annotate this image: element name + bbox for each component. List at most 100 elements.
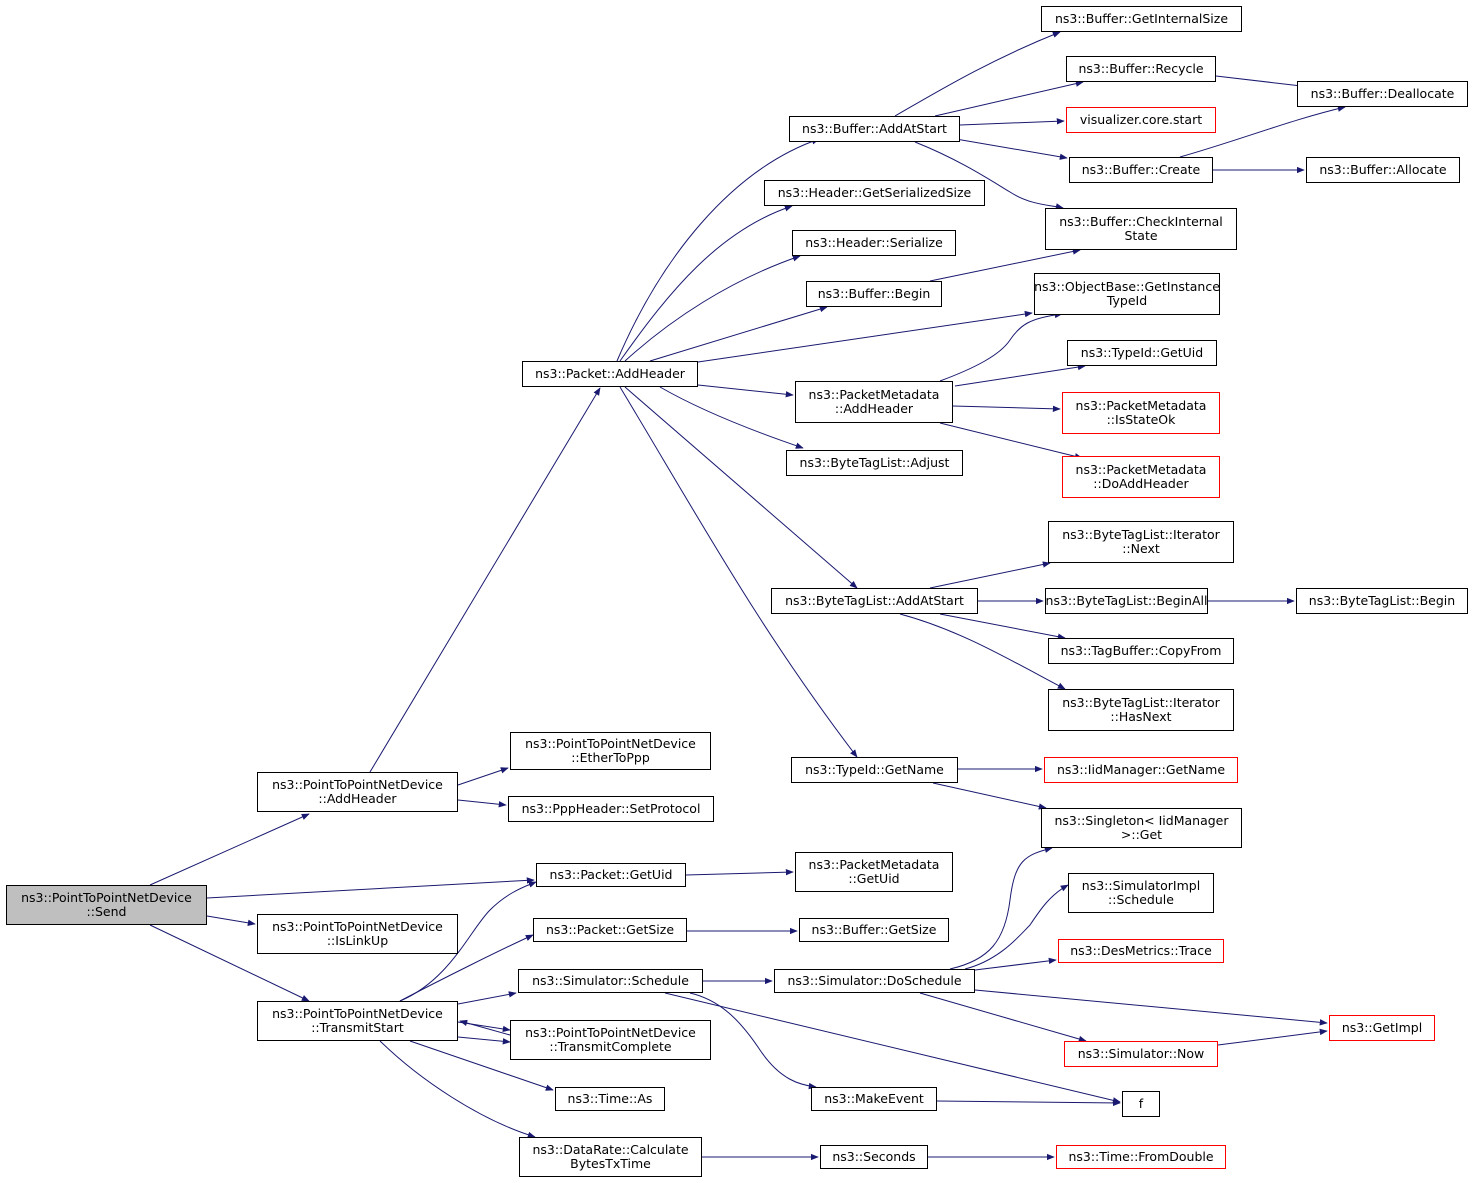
node-label-line: ns3::TypeId::GetUid: [1080, 345, 1204, 360]
node-label-line: ns3::Seconds: [832, 1149, 916, 1164]
node-typeid-getuid[interactable]: ns3::TypeId::GetUid: [1067, 340, 1217, 366]
node-label-line: ns3::PointToPointNetDevice: [525, 736, 696, 751]
node-label-line: ns3::ByteTagList::Adjust: [799, 455, 950, 470]
call-edge: [954, 363, 1086, 387]
node-typeid-getname[interactable]: ns3::TypeId::GetName: [791, 757, 958, 783]
node-label-line: ns3::Simulator::Now: [1077, 1046, 1205, 1061]
node-label-line: ::EtherToPpp: [571, 750, 650, 765]
node-label-line: TypeId: [1106, 293, 1148, 308]
node-label-line: ns3::Header::Serialize: [805, 235, 943, 250]
call-edge: [616, 138, 820, 362]
call-edge: [1217, 1028, 1328, 1046]
call-edge: [206, 877, 535, 899]
node-label-line: BytesTxTime: [570, 1156, 651, 1171]
node-packet-getuid[interactable]: ns3::Packet::GetUid: [536, 863, 686, 887]
node-btl-beginall[interactable]: ns3::ByteTagList::BeginAll: [1045, 588, 1208, 614]
node-label-line: ns3::PacketMetadata: [1075, 398, 1207, 413]
node-f[interactable]: f: [1122, 1091, 1160, 1117]
node-packet-getsize[interactable]: ns3::Packet::GetSize: [533, 918, 687, 942]
call-edge: [206, 915, 256, 926]
node-pm-addheader[interactable]: ns3::PacketMetadata::AddHeader: [795, 381, 953, 423]
call-edge: [369, 387, 601, 773]
node-desmetrics[interactable]: ns3::DesMetrics::Trace: [1058, 939, 1224, 963]
node-label-line: ns3::SimulatorImpl: [1081, 878, 1201, 893]
node-tagbuf-copyfrom[interactable]: ns3::TagBuffer::CopyFrom: [1048, 638, 1234, 664]
node-label-line: f: [1138, 1096, 1144, 1111]
call-edge: [149, 813, 310, 886]
node-buf-begin[interactable]: ns3::Buffer::Begin: [806, 281, 942, 307]
node-buf-deallocate[interactable]: ns3::Buffer::Deallocate: [1297, 81, 1468, 107]
node-label-line: ::GetUid: [848, 871, 900, 886]
node-label-line: ::AddHeader: [318, 791, 397, 806]
call-edge: [1179, 105, 1346, 158]
node-doschedule[interactable]: ns3::Simulator::DoSchedule: [774, 969, 975, 993]
node-label-line: ::DoAddHeader: [1093, 476, 1189, 491]
node-singleton-get[interactable]: ns3::Singleton< IidManager>::Get: [1041, 808, 1242, 848]
node-makeevent[interactable]: ns3::MakeEvent: [811, 1087, 937, 1111]
call-edge: [624, 255, 801, 362]
call-edge: [664, 992, 1121, 1104]
node-buf-recycle[interactable]: ns3::Buffer::Recycle: [1066, 56, 1216, 82]
node-label-line: visualizer.core.start: [1079, 112, 1203, 127]
node-btl-begin[interactable]: ns3::ByteTagList::Begin: [1296, 588, 1468, 614]
node-vis-start[interactable]: visualizer.core.start: [1066, 107, 1216, 133]
node-pm-doaddheader[interactable]: ns3::PacketMetadata::DoAddHeader: [1062, 456, 1220, 498]
node-buf-addatstart[interactable]: ns3::Buffer::AddAtStart: [789, 116, 960, 142]
node-buf-allocate[interactable]: ns3::Buffer::Allocate: [1306, 157, 1460, 183]
node-getimpl[interactable]: ns3::GetImpl: [1329, 1015, 1435, 1041]
call-edge: [939, 311, 1063, 382]
call-edge: [149, 924, 310, 1002]
node-btl-addatstart[interactable]: ns3::ByteTagList::AddAtStart: [771, 588, 978, 614]
node-btli-next[interactable]: ns3::ByteTagList::Iterator::Next: [1048, 521, 1234, 563]
node-btli-hasnext[interactable]: ns3::ByteTagList::Iterator::HasNext: [1048, 689, 1234, 731]
node-buffer-getsize[interactable]: ns3::Buffer::GetSize: [799, 918, 949, 942]
node-sim-now[interactable]: ns3::Simulator::Now: [1064, 1041, 1218, 1067]
call-edge: [959, 118, 1065, 126]
call-edge: [459, 1019, 511, 1036]
node-hdr-serialize[interactable]: ns3::Header::Serialize: [792, 230, 956, 256]
node-label-line: ns3::TagBuffer::CopyFrom: [1060, 643, 1222, 658]
node-label-line: ns3::PointToPointNetDevice: [272, 919, 443, 934]
call-edge: [619, 386, 858, 758]
node-islinkup[interactable]: ns3::PointToPointNetDevice::IsLinkUp: [257, 914, 458, 954]
node-label-line: ns3::Header::GetSerializedSize: [777, 185, 972, 200]
node-send: ns3::PointToPointNetDevice::Send: [6, 885, 207, 925]
node-pm-getuid[interactable]: ns3::PacketMetadata::GetUid: [795, 852, 953, 892]
node-setprotocol[interactable]: ns3::PppHeader::SetProtocol: [508, 796, 714, 822]
call-edge: [949, 137, 1068, 160]
node-simimpl-schedule[interactable]: ns3::SimulatorImpl::Schedule: [1068, 873, 1214, 913]
node-label-line: ns3::ByteTagList::Begin: [1308, 593, 1456, 608]
node-ethertoppp[interactable]: ns3::PointToPointNetDevice::EtherToPpp: [510, 732, 711, 770]
node-label-line: ns3::PointToPointNetDevice: [525, 1025, 696, 1040]
node-hdr-getser[interactable]: ns3::Header::GetSerializedSize: [764, 180, 985, 206]
node-label-line: ns3::ByteTagList::BeginAll: [1045, 593, 1208, 608]
call-edge: [697, 384, 794, 398]
node-label-line: ::Schedule: [1108, 892, 1174, 907]
node-p2p-addheader[interactable]: ns3::PointToPointNetDevice::AddHeader: [257, 772, 458, 812]
node-fromdouble[interactable]: ns3::Time::FromDouble: [1056, 1145, 1226, 1169]
node-pm-isstateok[interactable]: ns3::PacketMetadata::IsStateOk: [1062, 392, 1220, 434]
call-edge: [932, 782, 1047, 810]
node-buf-getinternalsize[interactable]: ns3::Buffer::GetInternalSize: [1041, 6, 1242, 32]
node-transmitcomplete[interactable]: ns3::PointToPointNetDevice::TransmitComp…: [510, 1020, 711, 1060]
node-buf-create[interactable]: ns3::Buffer::Create: [1069, 157, 1213, 183]
node-packet-addheader[interactable]: ns3::Packet::AddHeader: [522, 361, 698, 387]
node-transmitstart[interactable]: ns3::PointToPointNetDevice::TransmitStar…: [257, 1001, 458, 1041]
node-time-as[interactable]: ns3::Time::As: [555, 1087, 665, 1111]
node-iid-getname[interactable]: ns3::IidManager::GetName: [1044, 757, 1238, 783]
edge-layer: [149, 31, 1346, 1161]
node-label-line: ns3::MakeEvent: [824, 1091, 924, 1106]
node-label-line: ns3::PppHeader::SetProtocol: [521, 801, 701, 816]
node-seconds[interactable]: ns3::Seconds: [820, 1145, 928, 1169]
node-label-line: ns3::Buffer::Begin: [817, 286, 931, 301]
node-label-line: ns3::TypeId::GetName: [805, 762, 944, 777]
call-edge: [619, 205, 793, 362]
node-label-line: ns3::PointToPointNetDevice: [272, 777, 443, 792]
call-edge: [914, 141, 1064, 210]
node-sim-schedule[interactable]: ns3::Simulator::Schedule: [518, 969, 703, 993]
node-btl-adjust[interactable]: ns3::ByteTagList::Adjust: [786, 450, 963, 476]
call-edge: [939, 422, 1083, 460]
